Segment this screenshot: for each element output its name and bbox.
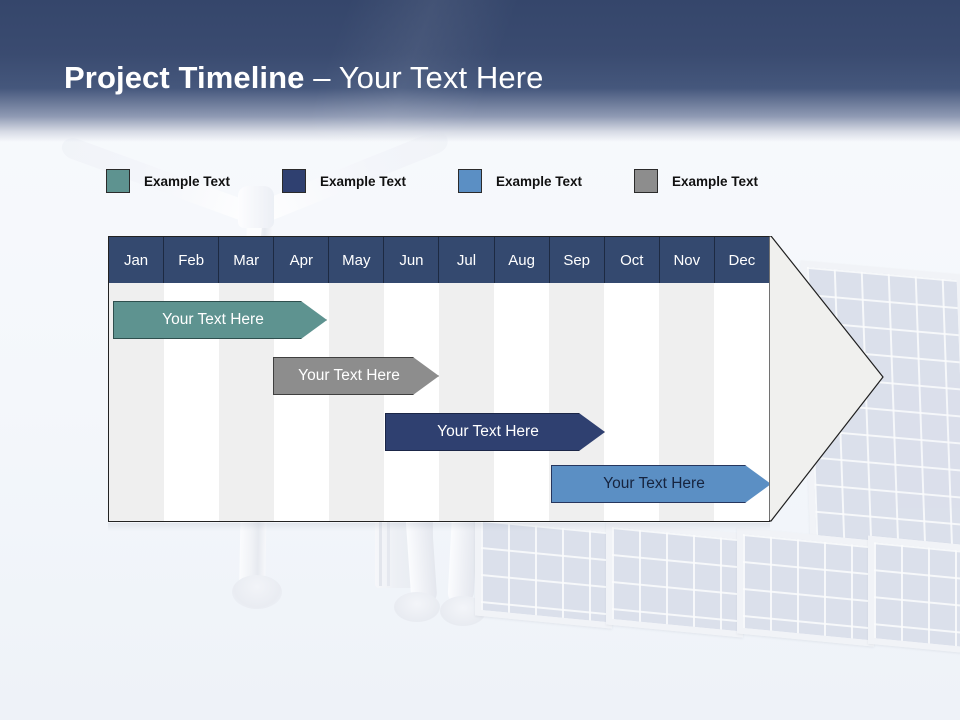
title-band	[0, 0, 960, 142]
legend-item-3[interactable]: Example Text	[458, 168, 582, 194]
timeline-column-jul	[439, 283, 494, 521]
timeline-end-chevron	[769, 236, 885, 522]
page-title-separator: –	[304, 60, 339, 95]
timeline-column-jun	[384, 283, 439, 521]
task-bar-3[interactable]: Your Text Here	[385, 413, 605, 451]
month-header-aug[interactable]: Aug	[495, 237, 550, 283]
month-header-oct[interactable]: Oct	[605, 237, 660, 283]
legend-item-label: Example Text	[144, 173, 231, 189]
month-header-apr[interactable]: Apr	[274, 237, 330, 283]
month-header-jun[interactable]: Jun	[384, 237, 440, 283]
legend-swatch-icon	[634, 169, 658, 193]
legend-item-1[interactable]: Example Text	[106, 168, 230, 194]
legend-item-label: Example Text	[320, 173, 407, 189]
figure-foot-icon	[440, 596, 486, 626]
month-header-mar[interactable]: Mar	[219, 237, 275, 283]
solar-panel-icon	[737, 527, 874, 647]
month-header-feb[interactable]: Feb	[164, 237, 220, 283]
legend-swatch-icon	[458, 169, 482, 193]
grid-drop-shadow	[108, 523, 770, 531]
task-bar-2[interactable]: Your Text Here	[273, 357, 439, 395]
title-band-sheen	[120, 0, 640, 142]
month-header-dec[interactable]: Dec	[728, 251, 756, 269]
month-header-nov[interactable]: Nov	[660, 237, 715, 283]
month-header-jul[interactable]: Jul	[439, 237, 495, 283]
timeline-column-aug	[494, 283, 549, 521]
page-title-strong: Project Timeline	[64, 60, 305, 95]
solar-panel-icon	[868, 535, 960, 655]
legend-swatch-icon	[282, 169, 306, 193]
page-title: Project Timeline – Your Text Here	[64, 60, 543, 96]
task-bar-1[interactable]: Your Text Here	[113, 301, 327, 339]
page-title-light: Your Text Here	[338, 60, 544, 95]
month-header-sep[interactable]: Sep	[550, 237, 605, 283]
solar-panel-icon	[606, 520, 743, 638]
month-header-may[interactable]: May	[329, 237, 385, 283]
legend-item-label: Example Text	[496, 173, 583, 189]
figure-foot-icon	[394, 592, 440, 622]
legend-item-4[interactable]: Example Text	[634, 168, 758, 194]
task-bar-label: Your Text Here	[603, 475, 705, 492]
month-header-jan[interactable]: Jan	[109, 237, 165, 283]
legend-swatch-icon	[106, 169, 130, 193]
task-bar-label: Your Text Here	[298, 367, 400, 384]
task-bar-4[interactable]: Your Text Here	[551, 465, 771, 503]
timeline-column-may	[329, 283, 384, 521]
legend-item-2[interactable]: Example Text	[282, 168, 406, 194]
legend: Example Text Example Text Example Text Exam…	[106, 168, 826, 194]
task-bar-label: Your Text Here	[437, 423, 539, 440]
wind-turbine-base-icon	[232, 575, 282, 609]
legend-item-label: Example Text	[672, 173, 759, 189]
task-bar-label: Your Text Here	[162, 311, 264, 328]
